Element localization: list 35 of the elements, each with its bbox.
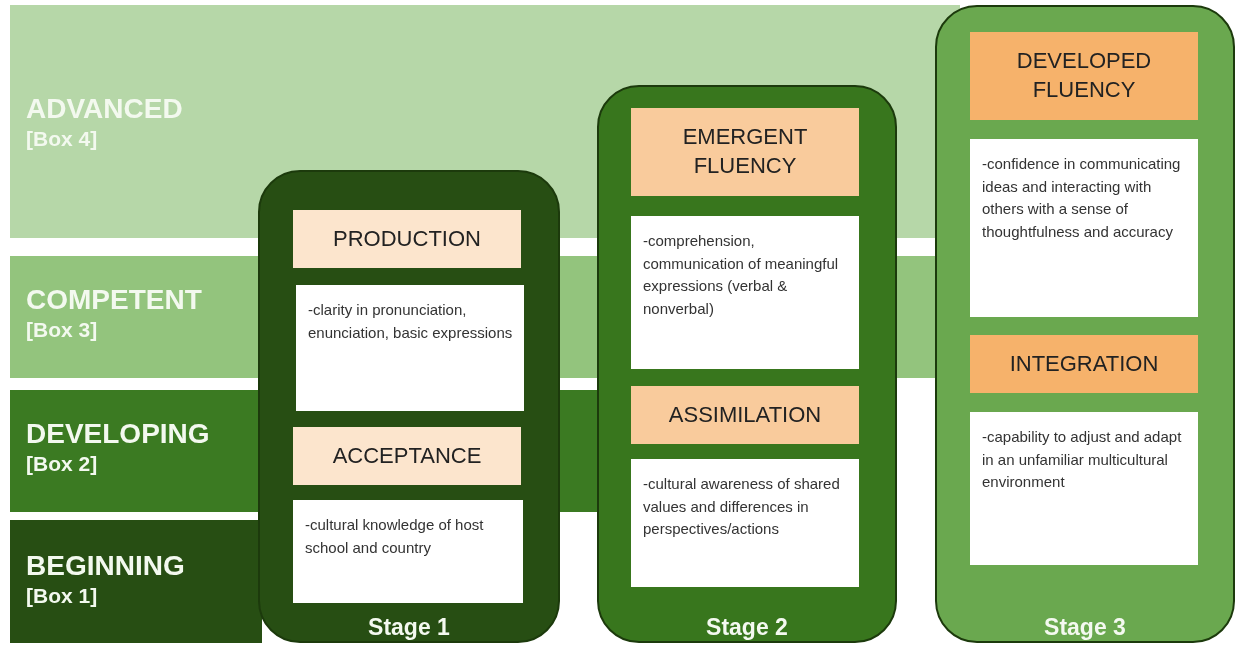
level-subtitle: [Box 2] xyxy=(26,452,98,476)
stage-heading: DEVELOPED FLUENCY xyxy=(970,32,1198,120)
stage-column xyxy=(258,170,560,643)
level-subtitle: [Box 1] xyxy=(26,584,98,608)
level-subtitle: [Box 3] xyxy=(26,318,98,342)
description-box: -clarity in pronunciation, enunciation, basic expressions xyxy=(296,285,524,411)
description-box: -comprehension, communication of meaningful expressions (verbal & nonverbal) xyxy=(631,216,859,369)
stage-label: Stage 1 xyxy=(367,614,451,641)
level-band-segment xyxy=(560,256,597,378)
description-box: -confidence in communicating ideas and interacting with others with a sense of thoughtfulness and accuracy xyxy=(970,139,1198,317)
stage-heading: ACCEPTANCE xyxy=(293,427,521,485)
level-band-segment xyxy=(897,85,935,238)
level-band xyxy=(10,390,258,512)
level-subtitle: [Box 4] xyxy=(26,127,98,151)
level-title: BEGINNING xyxy=(26,550,185,582)
stage-column xyxy=(597,85,897,643)
stage-heading: EMERGENT FLUENCY xyxy=(631,108,859,196)
level-band-segment xyxy=(897,256,935,378)
stage-heading: PRODUCTION xyxy=(293,210,521,268)
level-title: DEVELOPING xyxy=(26,418,210,450)
level-title: COMPETENT xyxy=(26,284,202,316)
description-box: -capability to adjust and adapt in an unfamiliar multicultural environment xyxy=(970,412,1198,565)
level-band xyxy=(10,520,262,643)
level-band-segment xyxy=(560,390,600,512)
level-title: ADVANCED xyxy=(26,93,183,125)
stage-heading: INTEGRATION xyxy=(970,335,1198,393)
description-box: -cultural knowledge of host school and country xyxy=(293,500,523,603)
stage-label: Stage 2 xyxy=(705,614,789,641)
level-band xyxy=(10,5,258,238)
stage-heading: ASSIMILATION xyxy=(631,386,859,444)
stage-column xyxy=(935,5,1235,643)
stage-label: Stage 3 xyxy=(1043,614,1127,641)
description-box: -cultural awareness of shared values and differences in perspectives/actions xyxy=(631,459,859,587)
level-band xyxy=(10,256,258,378)
level-band-segment xyxy=(560,170,597,238)
